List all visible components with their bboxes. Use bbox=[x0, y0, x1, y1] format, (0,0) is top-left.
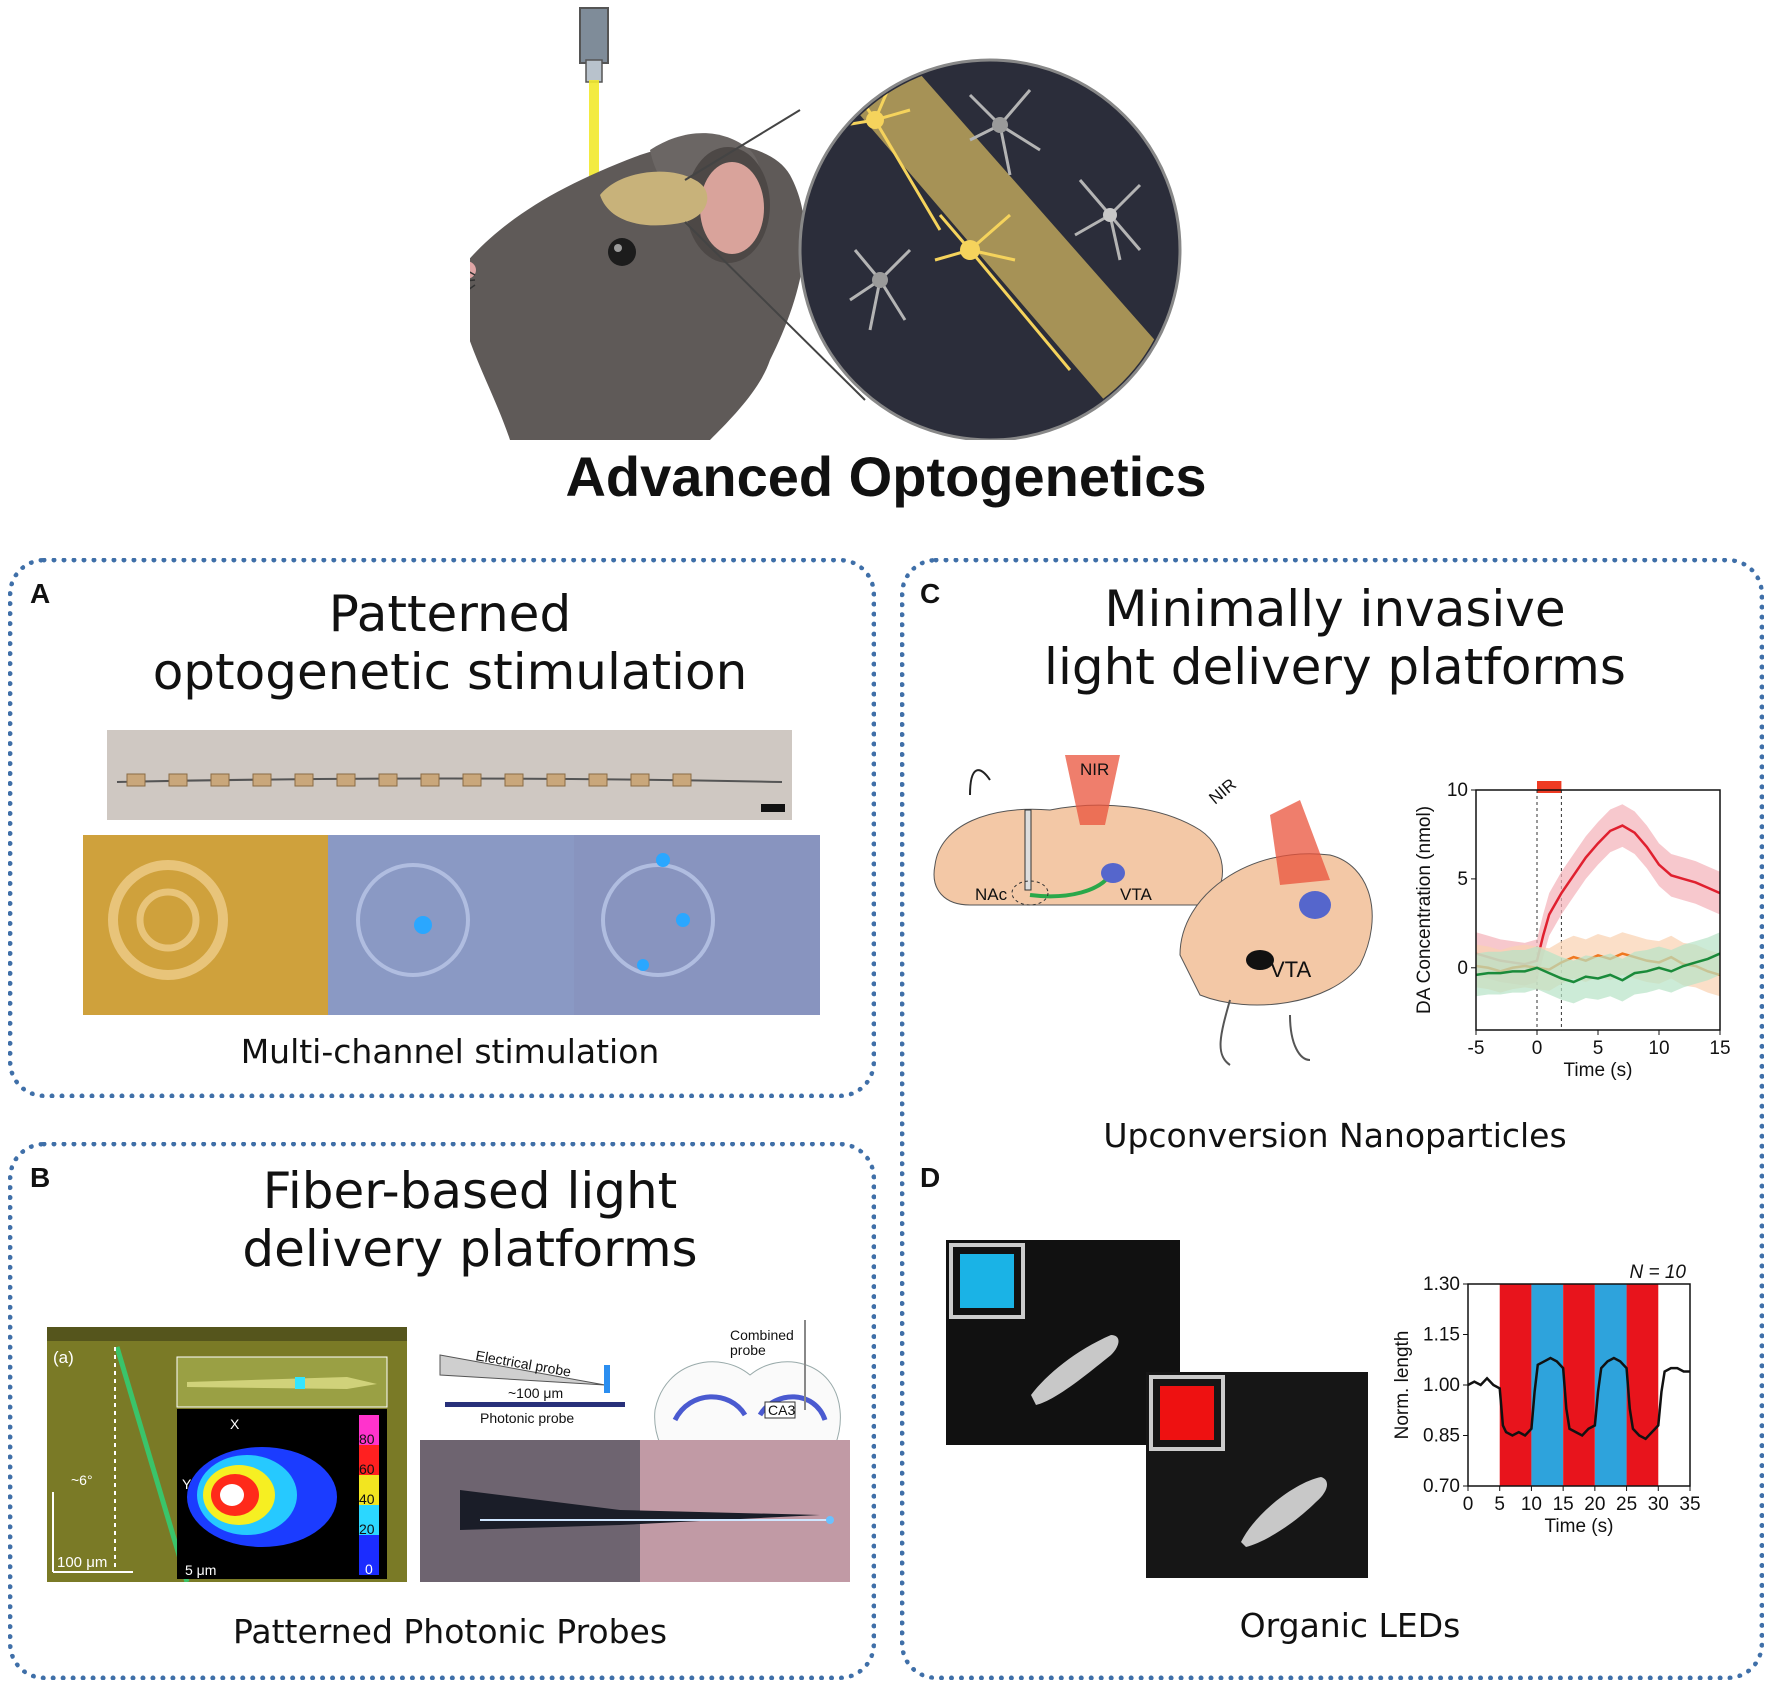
panel-d-caption: Organic LEDs bbox=[1239, 1606, 1461, 1645]
colorbar-tick-20: 20 bbox=[359, 1521, 375, 1537]
stimulus-band-1 bbox=[1531, 1284, 1564, 1486]
panel-b-angle: ~6° bbox=[71, 1472, 93, 1488]
x-tick-label-3: 10 bbox=[1648, 1038, 1669, 1059]
x-axis-label: Time (s) bbox=[1564, 1060, 1633, 1081]
colorbar-tick-40: 40 bbox=[359, 1491, 375, 1507]
panel-b-letter: B bbox=[30, 1162, 51, 1193]
y-tick-label-0: 0.70 bbox=[1423, 1476, 1460, 1497]
y-tick-label-4: 1.30 bbox=[1423, 1274, 1460, 1295]
vta-label-2: VTA bbox=[1270, 957, 1311, 982]
panel-c-title: Minimally invasive light delivery platfo… bbox=[1044, 580, 1626, 696]
panel-a-title: Patterned optogenetic stimulation bbox=[152, 585, 748, 701]
panel-a-caption: Multi-channel stimulation bbox=[240, 1032, 660, 1071]
x-tick-label-0: 0 bbox=[1463, 1494, 1474, 1515]
stimulus-band-0 bbox=[1499, 1284, 1532, 1486]
cell-oled-red-image bbox=[1146, 1372, 1368, 1578]
cochlea-stimulation-photos bbox=[83, 835, 820, 1015]
x-tick-label-0: -5 bbox=[1468, 1038, 1485, 1059]
gap-label: ~100 μm bbox=[508, 1385, 563, 1401]
x-tick-label-4: 20 bbox=[1584, 1494, 1605, 1515]
chart-annotation: N = 10 bbox=[1629, 1262, 1686, 1283]
colorbar-tick-80: 80 bbox=[359, 1431, 375, 1447]
panel-b-title: Fiber-based light delivery platforms bbox=[242, 1162, 698, 1278]
nir-label-1: NIR bbox=[1080, 760, 1109, 779]
panel-b-axis-y: Y bbox=[182, 1476, 192, 1492]
electrical-photonic-probe-diagram: Electrical probe ~100 μm Photonic probe … bbox=[420, 1320, 850, 1582]
x-tick-label-4: 15 bbox=[1709, 1038, 1730, 1059]
y-tick-label-2: 10 bbox=[1447, 780, 1468, 801]
series-band-0 bbox=[1476, 804, 1720, 986]
panel-c-caption: Upconversion Nanoparticles bbox=[1103, 1116, 1567, 1155]
y-tick-label-1: 0.85 bbox=[1423, 1426, 1460, 1447]
panel-c-letter: C bbox=[920, 578, 941, 609]
y-axis-label: DA Concentration (nmol) bbox=[1414, 806, 1435, 1014]
combined-probe-line-1: Combined bbox=[730, 1327, 794, 1343]
x-tick-label-5: 25 bbox=[1616, 1494, 1637, 1515]
panel-b-caption: Patterned Photonic Probes bbox=[232, 1612, 668, 1651]
photonic-probe-micrograph: (a) ~6° 100 μm X Y 5 μm 80 60 40 20 0 bbox=[47, 1327, 407, 1583]
ca3-label: CA3 bbox=[768, 1402, 795, 1418]
x-tick-label-2: 5 bbox=[1593, 1038, 1604, 1059]
panel-a bbox=[8, 558, 876, 1098]
main-title: Advanced Optogenetics bbox=[565, 445, 1207, 508]
x-tick-label-1: 5 bbox=[1494, 1494, 1505, 1515]
series-line-0 bbox=[1467, 1356, 1690, 1441]
x-tick-label-6: 30 bbox=[1648, 1494, 1669, 1515]
vta-label-1: VTA bbox=[1120, 885, 1152, 904]
colorbar-tick-60: 60 bbox=[359, 1461, 375, 1477]
photonic-probe-label: Photonic probe bbox=[480, 1410, 574, 1426]
combined-probe-label: Combined probe bbox=[730, 1327, 798, 1358]
panel-b-label-a: (a) bbox=[53, 1348, 74, 1367]
x-tick-label-3: 15 bbox=[1553, 1494, 1574, 1515]
y-tick-label-2: 1.00 bbox=[1423, 1375, 1460, 1396]
y-tick-label-0: 0 bbox=[1457, 958, 1468, 979]
panel-cd bbox=[900, 558, 1764, 1680]
panel-b-axis-x: X bbox=[230, 1416, 240, 1432]
combined-probe-line-2: probe bbox=[730, 1342, 766, 1358]
multichannel-led-array-photo bbox=[107, 730, 792, 820]
panel-d-letter: D bbox=[920, 1162, 941, 1193]
stimulus-band-4 bbox=[1626, 1284, 1659, 1486]
panel-b-scale-inset: 5 μm bbox=[185, 1562, 216, 1578]
x-tick-label-1: 0 bbox=[1532, 1038, 1543, 1059]
nir-label-2: NIR bbox=[1205, 775, 1240, 808]
x-tick-label-2: 10 bbox=[1521, 1494, 1542, 1515]
stimulus-band-2 bbox=[1563, 1284, 1595, 1486]
mouse-optogenetics-illustration bbox=[470, 7, 1182, 440]
x-tick-label-7: 35 bbox=[1679, 1494, 1700, 1515]
y-tick-label-3: 1.15 bbox=[1423, 1325, 1460, 1346]
nac-label: NAc bbox=[975, 885, 1008, 904]
series-line-2 bbox=[1475, 952, 1721, 984]
colorbar-tick-0: 0 bbox=[365, 1561, 373, 1577]
panel-b-scale-left: 100 μm bbox=[57, 1554, 107, 1571]
y-axis-label: Norm. length bbox=[1392, 1331, 1413, 1440]
series-band-2 bbox=[1476, 932, 1720, 1004]
upconversion-nanoparticle-schematic: NIR NAc VTA NIR VTA bbox=[930, 755, 1400, 1085]
panel-b bbox=[8, 1142, 876, 1680]
stimulus-bar bbox=[1537, 781, 1562, 793]
cell-oled-blue-image bbox=[946, 1240, 1180, 1445]
x-axis-label: Time (s) bbox=[1545, 1516, 1614, 1537]
y-tick-label-1: 5 bbox=[1457, 869, 1468, 890]
panel-a-letter: A bbox=[30, 578, 51, 609]
